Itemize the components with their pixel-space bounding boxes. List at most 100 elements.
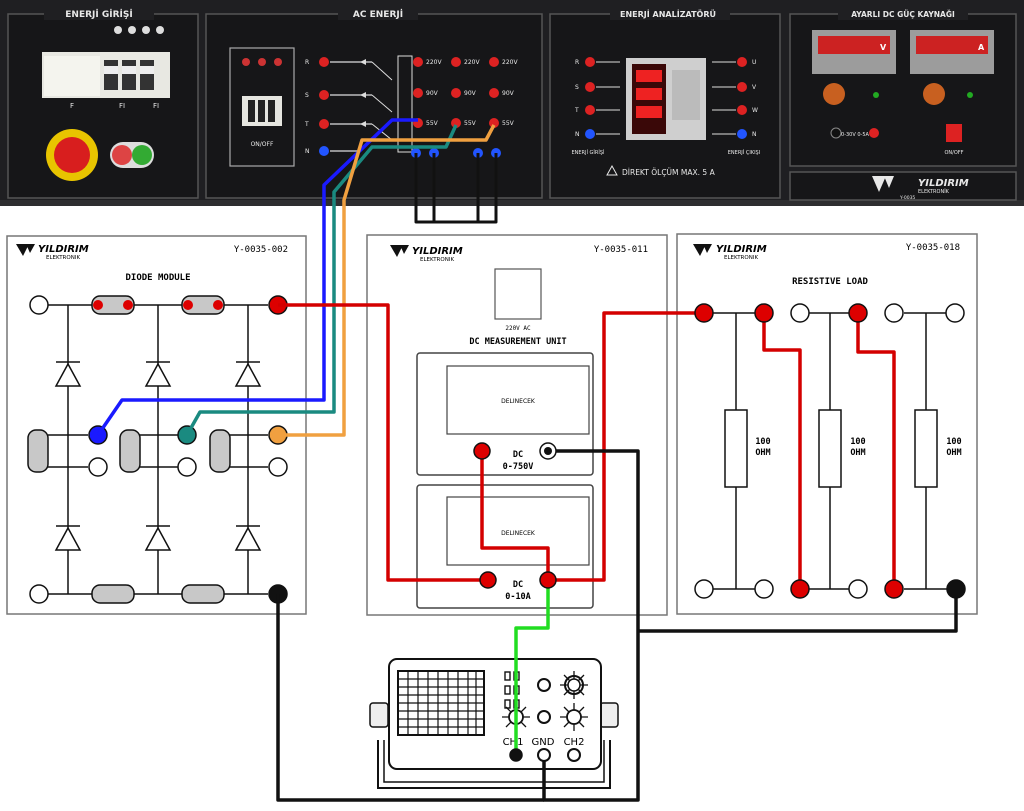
diode-terminal-bottom-left[interactable]	[29, 584, 49, 604]
load-terminal-bottom-6[interactable]	[946, 579, 966, 599]
load-terminal-top-3[interactable]	[790, 303, 810, 323]
ch1-input-jack[interactable]	[509, 748, 523, 762]
load-terminal-bottom-2[interactable]	[754, 579, 774, 599]
warning-icon	[606, 164, 618, 176]
ammeter-negative-terminal[interactable]	[539, 571, 557, 589]
resistor-3	[914, 409, 938, 488]
svg-text:100: 100	[946, 437, 961, 447]
svg-text:0-750V: 0-750V	[503, 462, 534, 472]
load-terminal-top-2[interactable]	[754, 303, 774, 323]
svg-text:55V: 55V	[426, 120, 439, 127]
svg-text:V: V	[880, 43, 887, 52]
diode-terminal-mid-2[interactable]	[177, 457, 197, 477]
svg-text:100: 100	[755, 437, 770, 447]
svg-text:ON/OFF: ON/OFF	[944, 150, 963, 156]
top-terminals	[473, 303, 966, 762]
ch2-input-jack[interactable]	[567, 748, 581, 762]
load-terminal-top-5[interactable]	[884, 303, 904, 323]
svg-text:V: V	[752, 84, 757, 91]
oscilloscope-small-knob-2[interactable]	[537, 710, 551, 724]
tap-t-90v[interactable]	[489, 88, 499, 98]
resistive-load-module: YILDIRIM ELEKTRONIK Y-0035-018 RESISTIVE…	[676, 233, 978, 615]
load-terminal-bottom-1[interactable]	[694, 579, 714, 599]
wire-ch1-probe	[514, 580, 550, 755]
analyzer-title: ENERJİ ANALİZATÖRÜ	[620, 9, 716, 19]
svg-text:ELEKTRONIK: ELEKTRONIK	[420, 257, 454, 263]
svg-text:90V: 90V	[464, 90, 477, 97]
tap-s-55v[interactable]	[451, 118, 461, 128]
dc-positive-terminal[interactable]	[869, 128, 879, 138]
dc-module-code: Y-0035-011	[594, 245, 648, 255]
dc-module-title: DC MEASUREMENT UNIT	[469, 337, 566, 347]
load-terminal-bottom-3[interactable]	[790, 579, 810, 599]
wire-load-return	[638, 589, 958, 633]
voltmeter-positive-terminal[interactable]	[473, 442, 491, 460]
resistor-2	[818, 409, 842, 488]
dc-power-switch[interactable]	[946, 124, 962, 142]
svg-text:F: F	[70, 102, 74, 110]
svg-text:0-30V 0-5A: 0-30V 0-5A	[841, 132, 870, 138]
dc-measurement-module: YILDIRIM ELEKTRONIK Y-0035-011 220V AC D…	[366, 234, 668, 616]
svg-text:R: R	[305, 59, 309, 66]
top-equipment-panel: ENERJİ GİRİŞİ F FI FI AC ENERJİ ON/OFF	[0, 0, 1024, 206]
svg-text:N: N	[305, 148, 310, 155]
tap-r-90v[interactable]	[413, 88, 423, 98]
oscilloscope: CH1 GND CH2	[369, 658, 619, 789]
load-terminal-top-6[interactable]	[945, 303, 965, 323]
tap-t-55v[interactable]	[489, 118, 499, 128]
diode-terminal-mid-3[interactable]	[268, 457, 288, 477]
tap-t-220v[interactable]	[489, 57, 499, 67]
svg-text:ELEKTRONIK: ELEKTRONIK	[724, 255, 758, 261]
svg-text:A: A	[978, 43, 985, 52]
current-knob[interactable]	[923, 83, 945, 105]
wire-phase-r	[96, 118, 418, 436]
dc-negative-terminal[interactable]	[830, 127, 842, 139]
yildirim-logo	[16, 244, 35, 256]
emergency-stop-button[interactable]	[54, 137, 90, 173]
oscilloscope-knob-ch2[interactable]	[560, 703, 588, 731]
diode-module-title: DIODE MODULE	[125, 273, 190, 283]
load-terminal-bottom-5[interactable]	[884, 579, 904, 599]
resistor-1	[724, 409, 748, 488]
ammeter-positive-terminal[interactable]	[479, 571, 497, 589]
oscilloscope-small-knob[interactable]	[537, 678, 551, 692]
oscilloscope-knob-1[interactable]	[560, 671, 588, 699]
energy-analyzer-section: ENERJİ ANALİZATÖRÜ R S T N U V W N ENERJ…	[549, 8, 781, 199]
load-terminal-bottom-4[interactable]	[848, 579, 868, 599]
diode-terminal-top-left[interactable]	[29, 295, 49, 315]
voltmeter-display	[446, 365, 590, 435]
supply-brand: YILDIRIM	[918, 178, 969, 189]
tap-r-220v[interactable]	[413, 57, 423, 67]
gnd-label: GND	[532, 737, 555, 748]
dc-supply-title: AYARLI DC GÜÇ KAYNAĞI	[851, 10, 955, 19]
tap-s-90v[interactable]	[451, 88, 461, 98]
svg-text:100: 100	[850, 437, 865, 447]
diode-terminal-mid-1[interactable]	[88, 457, 108, 477]
load-terminal-top-1[interactable]	[694, 303, 714, 323]
svg-text:ON/OFF: ON/OFF	[251, 141, 274, 148]
wire-load-series-2	[856, 313, 896, 589]
svg-text:T: T	[574, 107, 579, 114]
analyzer-warning: DİREKT ÖLÇÜM MAX. 5 A	[622, 168, 716, 177]
load-terminal-top-4[interactable]	[848, 303, 868, 323]
ammeter-display	[446, 496, 590, 566]
wire-negative-to-gnd	[276, 594, 544, 802]
ac-energy-section: AC ENERJİ ON/OFF R S T N	[205, 8, 543, 199]
wire-positive-to-ammeter	[278, 303, 488, 582]
voltage-taps: 220V 220V 220V 90V 90V 90V 55V 55V 55V	[413, 57, 518, 128]
svg-text:U: U	[752, 59, 756, 66]
wire-ammeter-to-load	[548, 311, 704, 582]
svg-text:N: N	[752, 131, 757, 138]
svg-text:OHM: OHM	[850, 448, 865, 458]
gnd-input-jack[interactable]	[537, 748, 551, 762]
svg-text:90V: 90V	[426, 90, 439, 97]
ch2-label: CH2	[564, 737, 585, 748]
svg-text:OHM: OHM	[755, 448, 770, 458]
svg-text:YILDIRIM: YILDIRIM	[716, 244, 767, 255]
svg-text:S: S	[575, 84, 579, 91]
wire-load-series-1	[762, 313, 802, 589]
tap-s-220v[interactable]	[451, 57, 461, 67]
ac-energy-title: AC ENERJİ	[353, 9, 403, 20]
voltage-knob[interactable]	[823, 83, 845, 105]
svg-text:Y-0035: Y-0035	[899, 195, 915, 201]
